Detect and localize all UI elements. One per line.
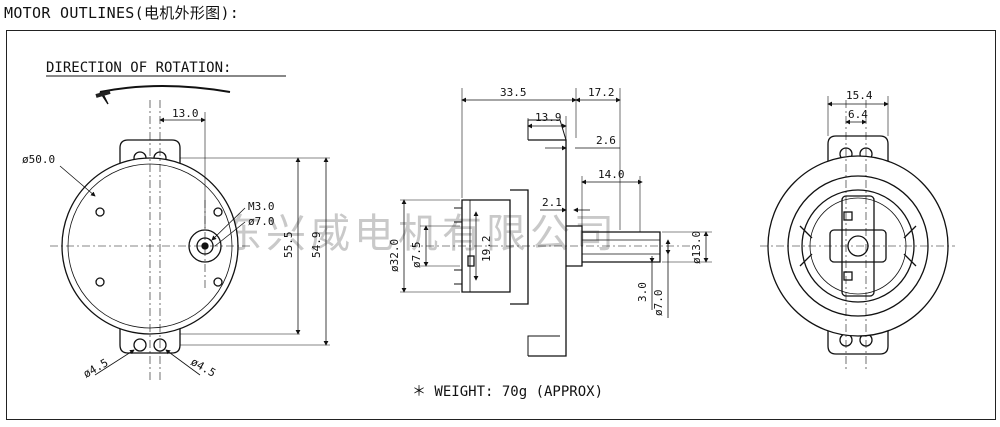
rear-bottom-tab xyxy=(827,320,889,355)
rotation-arrow-icon xyxy=(95,85,231,105)
side-view xyxy=(400,88,712,357)
dim-17-2: 17.2 xyxy=(588,86,615,99)
flange-plate xyxy=(528,139,567,357)
dim-33-5: 33.5 xyxy=(500,86,527,99)
dim-54-9: 54.9 xyxy=(310,232,323,259)
dim-dia-13: ø13.0 xyxy=(690,231,703,264)
dim-m3: M3.0 xyxy=(248,200,275,213)
dim-13-0: 13.0 xyxy=(172,107,199,120)
dim-55-5: 55.5 xyxy=(282,232,295,259)
dim-2-1: 2.1 xyxy=(542,196,562,209)
dim-dia-7: ø7.0 xyxy=(248,215,275,228)
rear-top-tab xyxy=(827,135,889,180)
dim-2-6: 2.6 xyxy=(596,134,616,147)
dim-3-0: 3.0 xyxy=(636,282,649,302)
dim-dia-50: ø50.0 xyxy=(22,153,55,166)
output-shaft xyxy=(582,231,661,263)
dim-15-4: 15.4 xyxy=(846,89,873,102)
weight-note: ＊ WEIGHT: 70g (APPROX) xyxy=(412,384,603,400)
dim-6-4: 6.4 xyxy=(848,108,868,121)
dim-dia-7-0: ø7.0 xyxy=(652,290,665,317)
direction-label: DIRECTION OF ROTATION: xyxy=(46,60,231,76)
motor-can xyxy=(461,199,511,293)
dim-13-9: 13.9 xyxy=(535,111,562,124)
dim-dia-7-5: ø7.5 xyxy=(410,242,423,269)
dim-14-0: 14.0 xyxy=(598,168,625,181)
rear-view xyxy=(760,96,955,370)
drawing-frame xyxy=(6,30,996,420)
dim-dia-32: ø32.0 xyxy=(388,239,401,272)
dim-hole-left: ø4.5 xyxy=(81,356,110,381)
page-title: MOTOR OUTLINES(电机外形图): xyxy=(4,4,240,22)
dim-hole-right: ø4.5 xyxy=(189,355,218,380)
front-view: DIRECTION OF ROTATION: xyxy=(46,60,330,380)
dim-19-2: 19.2 xyxy=(480,236,493,263)
